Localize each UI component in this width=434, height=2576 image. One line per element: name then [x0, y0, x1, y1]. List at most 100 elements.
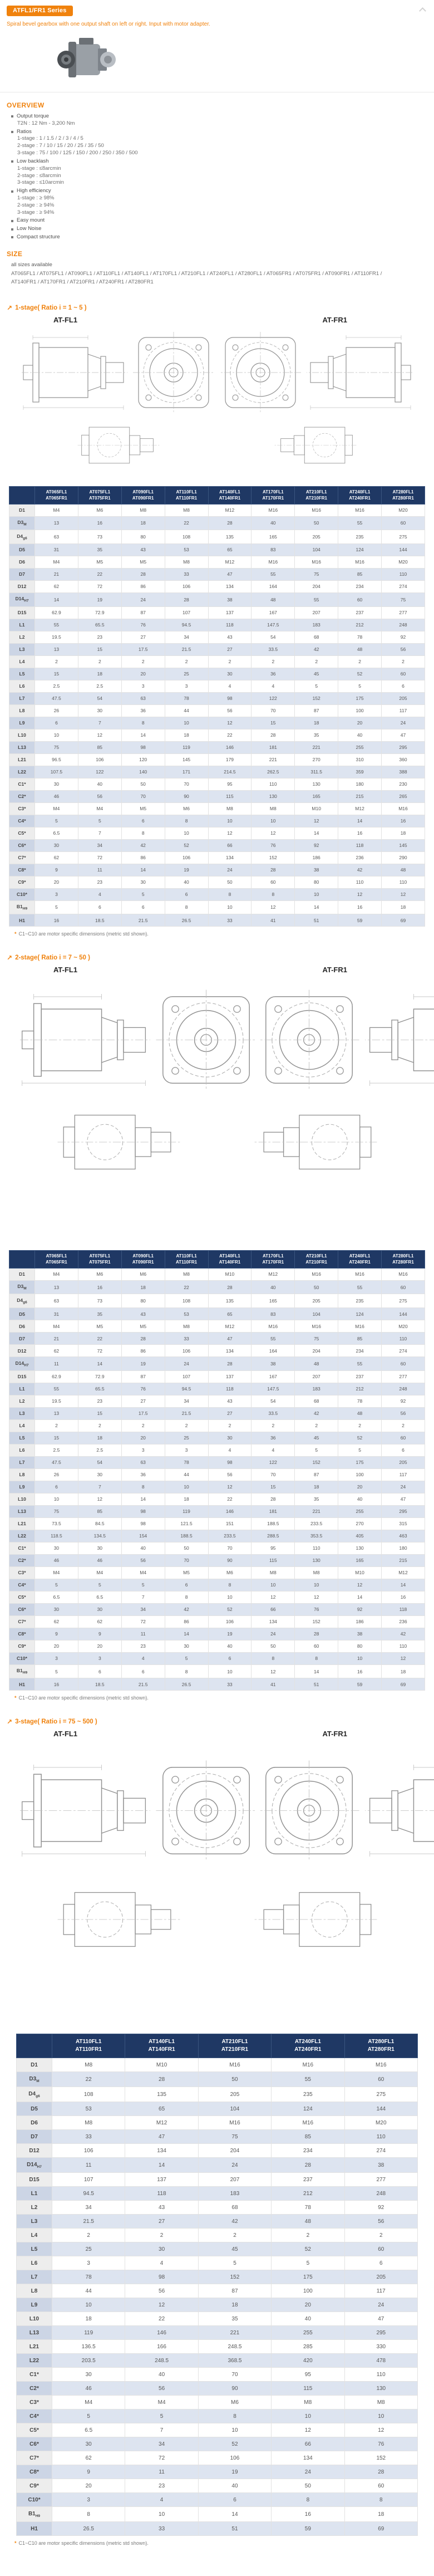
dimension-value: 6 — [208, 1652, 252, 1665]
dimension-value: M4 — [34, 555, 78, 569]
size-intro: all sizes available — [11, 261, 52, 268]
dimension-value: 122 — [251, 692, 295, 705]
dimension-value: 6 — [344, 2256, 418, 2271]
dimension-value: 6 — [164, 1578, 209, 1591]
product-subtitle: Spiral bevel gearbox with one output sha… — [7, 21, 210, 27]
dimension-value: 56 — [208, 704, 252, 717]
dimension-value: M16 — [251, 1320, 295, 1333]
overview-item: Low Noise — [11, 226, 434, 233]
dimension-value: 50 — [294, 516, 339, 531]
dimension-value: 110 — [251, 777, 295, 791]
dimension-value: 51 — [294, 1678, 339, 1691]
dimension-value: 144 — [344, 2102, 418, 2117]
dimension-value: 388 — [381, 765, 425, 778]
dimension-value: 183 — [198, 2186, 272, 2201]
overview-item-line: 3-stage : 75 / 100 / 125 / 150 / 200 / 2… — [17, 150, 138, 156]
dimension-value: 270 — [338, 1517, 382, 1530]
dimension-label: L1 — [16, 2186, 52, 2201]
dimension-label: C10* — [9, 1652, 35, 1665]
dimension-value: 10 — [294, 1578, 339, 1591]
top-view-drawing — [253, 1883, 378, 1956]
square-bullet-icon — [11, 190, 13, 193]
dimension-value: 80 — [121, 1294, 165, 1309]
dimension-value: 12 — [251, 1590, 295, 1604]
dimension-value: 98 — [208, 692, 252, 705]
dimension-value: 43 — [208, 1394, 252, 1408]
dimension-value: 110 — [344, 2367, 418, 2382]
dimension-value: 146 — [125, 2325, 199, 2340]
dimension-value: 26.5 — [164, 914, 209, 927]
dimension-value: 56 — [344, 2214, 418, 2229]
corner-cell — [9, 1250, 35, 1269]
dimension-value: 55 — [338, 1356, 382, 1371]
dimension-label: D1 — [9, 1267, 35, 1281]
dimension-value: M5 — [121, 1320, 165, 1333]
dimension-value: 106 — [77, 753, 122, 766]
dimension-value: 8 — [164, 900, 209, 915]
dimension-label: L6 — [9, 679, 35, 693]
dimension-value: 11 — [121, 1627, 165, 1640]
dimension-value: 70 — [121, 790, 165, 803]
collapse-icon[interactable] — [419, 7, 426, 14]
side-view-drawing — [22, 331, 127, 414]
dimension-value: 288.5 — [251, 1529, 295, 1542]
dimension-value: 214.5 — [208, 765, 252, 778]
dimension-label: L6 — [9, 1443, 35, 1457]
dimension-value: 54 — [251, 630, 295, 644]
dimension-value: 124 — [271, 2102, 345, 2117]
dimension-value: 51 — [198, 2521, 272, 2536]
size-heading: SIZE — [7, 249, 23, 258]
dimension-value: 478 — [344, 2353, 418, 2368]
dimension-value: 43 — [208, 630, 252, 644]
dimension-value: 76 — [344, 2437, 418, 2452]
dimension-value: M8 — [251, 1566, 295, 1579]
dimension-value: 87 — [294, 704, 339, 717]
side-view-drawing — [365, 1759, 434, 1862]
dimension-value: 6 — [77, 1664, 122, 1679]
dimension-value: 12 — [294, 814, 339, 827]
dimension-value: 22 — [77, 567, 122, 581]
dimension-label: C10* — [16, 2492, 52, 2508]
dimension-value: M10 — [294, 802, 339, 815]
dimension-label: D12 — [9, 1344, 35, 1358]
dimension-value: 179 — [208, 753, 252, 766]
dimension-value: 106 — [198, 2451, 272, 2466]
dimension-value: 30 — [34, 839, 78, 852]
dimension-value: 10 — [271, 2409, 345, 2424]
corner-cell — [9, 486, 35, 505]
dimension-value: 6 — [121, 900, 165, 915]
dimension-value: 34 — [164, 630, 209, 644]
dimension-value: 60 — [381, 516, 425, 531]
dimension-value: 95 — [271, 2367, 345, 2382]
dimension-value: 24 — [381, 1480, 425, 1493]
dimension-value: 11 — [77, 863, 122, 876]
dimension-value: 14 — [294, 1664, 339, 1679]
dimension-value: 12 — [381, 888, 425, 901]
overview-item: Easy mount — [11, 217, 434, 224]
dimension-value: M6 — [164, 802, 209, 815]
dimension-value: 4 — [251, 679, 295, 693]
dimension-label: L8 — [9, 704, 35, 717]
dimension-value: 87 — [121, 606, 165, 619]
dimension-value: M16 — [381, 1267, 425, 1281]
dimension-value: M6 — [77, 503, 122, 517]
dimension-value: 118 — [338, 839, 382, 852]
dimension-value: 181 — [251, 741, 295, 754]
dimension-value: M12 — [381, 1566, 425, 1579]
dimension-label: L22 — [9, 1529, 35, 1542]
dimension-label: L8 — [16, 2284, 52, 2299]
square-bullet-icon — [11, 160, 13, 163]
dimension-label: L5 — [9, 1431, 35, 1444]
dimension-value: 8 — [271, 2492, 345, 2508]
dimension-value: 46 — [77, 1554, 122, 1567]
